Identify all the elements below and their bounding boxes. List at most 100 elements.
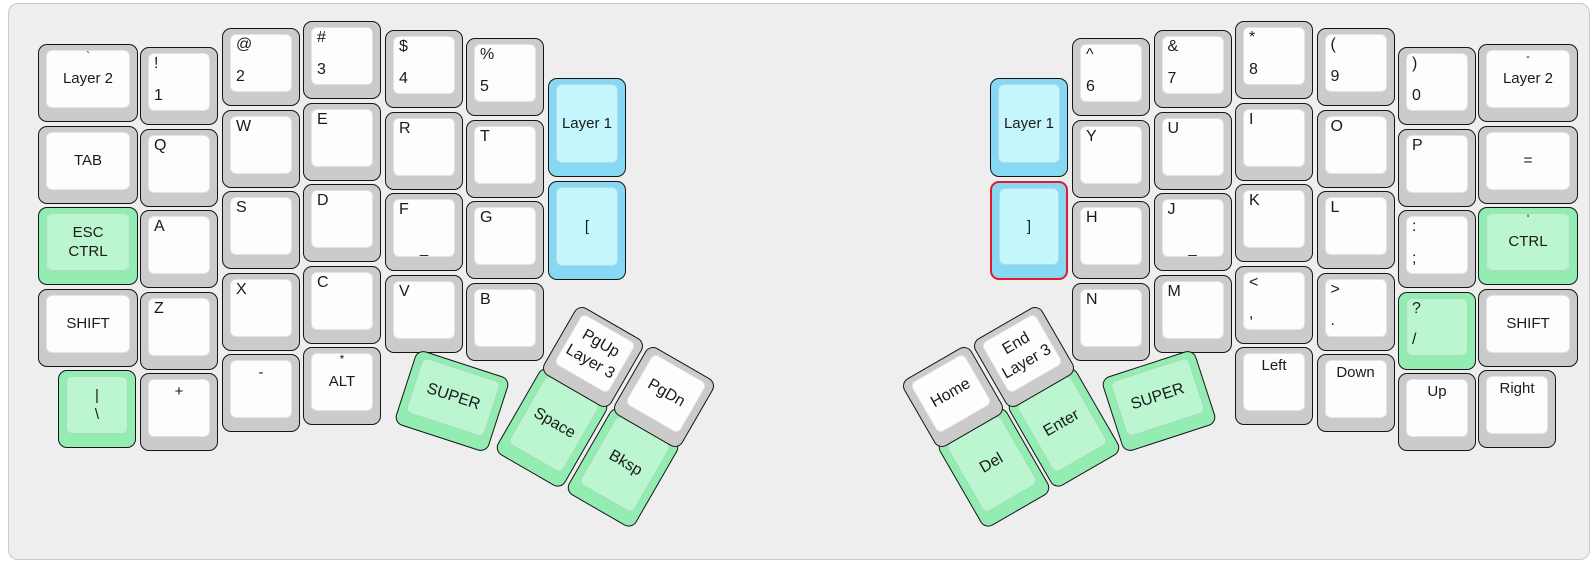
key-j[interactable]: J_ [1153,193,1232,271]
key-less-comma[interactable]: <, [1235,265,1313,344]
key-d[interactable]: D [303,184,381,262]
keycap-top: F_ [393,199,455,257]
key-f[interactable]: F_ [385,193,463,271]
key-legend: P [1412,136,1423,154]
key-legend: _ [419,240,429,257]
key-legend: X [236,280,247,298]
key-legend: Y [1086,127,1097,145]
key-e[interactable]: E [303,102,381,181]
key-legend: = [1523,151,1533,169]
key-left[interactable]: Left [1235,347,1313,425]
key-legend: B [480,290,491,308]
key-l[interactable]: L [1316,191,1395,269]
key-z[interactable]: Z [140,291,218,370]
key-caret-6[interactable]: ^6 [1072,38,1150,116]
key-c[interactable]: C [303,265,381,344]
key-paren-0[interactable]: )0 [1398,47,1476,125]
key-star-alt[interactable]: *ALT [303,347,381,425]
key-plus[interactable]: + [140,373,218,451]
keycap-top: + [148,379,210,437]
key-n[interactable]: N [1072,282,1150,361]
key-legend: I [1249,110,1254,128]
key-legend: 8 [1249,60,1258,78]
key-v[interactable]: V [385,274,463,353]
key-w[interactable]: W [222,109,300,188]
key-p[interactable]: P [1398,128,1476,207]
key-amp-7[interactable]: &7 [1153,30,1232,108]
keycap-top: |\ [66,376,128,434]
key-percent-5[interactable]: %5 [466,38,544,116]
key-dollar-4[interactable]: $4 [385,30,463,108]
key-shift-left[interactable]: SHIFT [38,288,138,367]
key-legend: ^ [1086,46,1094,63]
keycap-top: ] [999,188,1059,265]
keycap-top: U [1161,117,1224,176]
keycap-top: <, [1243,271,1305,330]
key-k[interactable]: K [1235,184,1313,262]
key-equals[interactable]: = [1478,125,1578,204]
key-s[interactable]: S [222,191,300,269]
key-right[interactable]: Right [1478,370,1556,448]
key-m[interactable]: M [1153,274,1232,353]
key-legend: SUPER [1128,379,1187,413]
key-paren-9[interactable]: (9 [1316,28,1395,106]
key-legend: . [1330,312,1335,330]
key-x[interactable]: X [222,272,300,351]
key-r[interactable]: R [385,111,463,190]
key-super-right[interactable]: SUPER [1100,348,1218,454]
keycap-top: ^6 [1080,44,1142,102]
key-hash-3[interactable]: #3 [303,21,381,99]
key-tab[interactable]: TAB [38,125,138,204]
key-legend: $ [399,38,408,55]
key-legend: V [399,282,410,300]
key-greater-period[interactable]: >. [1316,272,1395,351]
key-down[interactable]: Down [1316,354,1395,432]
key-star-8[interactable]: *8 [1235,21,1313,99]
key-legend: 6 [1086,77,1095,95]
key-o[interactable]: O [1316,109,1395,188]
key-g[interactable]: G [466,201,544,279]
key-legend: * [339,352,345,366]
key-shift-right[interactable]: SHIFT [1478,288,1578,367]
key-q[interactable]: Q [140,128,218,207]
key-minus-layer2[interactable]: -Layer 2 [1478,44,1578,122]
key-y[interactable]: Y [1072,119,1150,198]
keycap-top: T [474,125,536,184]
keycap-top: Right [1486,376,1548,434]
key-u[interactable]: U [1153,111,1232,190]
keycap-top: -Layer 2 [1486,49,1570,108]
keycap-top: &7 [1161,36,1224,94]
key-legend: SHIFT [66,314,110,332]
key-grave-layer2[interactable]: `Layer 2 [38,44,138,122]
key-exclam-1[interactable]: !1 [140,47,218,125]
key-pipe-backslash[interactable]: |\ [58,370,136,448]
key-layer1-left[interactable]: Layer 1 [548,78,626,177]
key-t[interactable]: T [466,119,544,198]
keycap-top: *8 [1243,27,1305,85]
keycap-top: Layer 1 [998,84,1060,163]
key-colon-semicolon[interactable]: :; [1398,210,1476,288]
key-legend: O [1330,117,1343,135]
key-super-left[interactable]: SUPER [393,348,511,454]
key-question-slash[interactable]: ?/ [1398,291,1476,370]
key-minus[interactable]: - [222,354,300,432]
key-quote-ctrl[interactable]: 'CTRL [1478,207,1578,285]
key-legend: SUPER [424,379,483,413]
key-lbracket[interactable]: [ [548,181,626,280]
key-rbracket[interactable]: ] [990,181,1068,280]
key-legend: : [1412,218,1417,235]
key-at-2[interactable]: @2 [222,28,300,106]
key-legend: ! [154,55,159,72]
key-legend: [ [584,217,590,235]
key-h[interactable]: H [1072,201,1150,279]
key-i[interactable]: I [1235,102,1313,181]
key-legend: < [1249,273,1259,291]
key-up[interactable]: Up [1398,373,1476,451]
key-layer1-right[interactable]: Layer 1 [990,78,1068,177]
key-b[interactable]: B [466,282,544,361]
key-a[interactable]: A [140,210,218,288]
keycap-top: X [230,278,292,337]
